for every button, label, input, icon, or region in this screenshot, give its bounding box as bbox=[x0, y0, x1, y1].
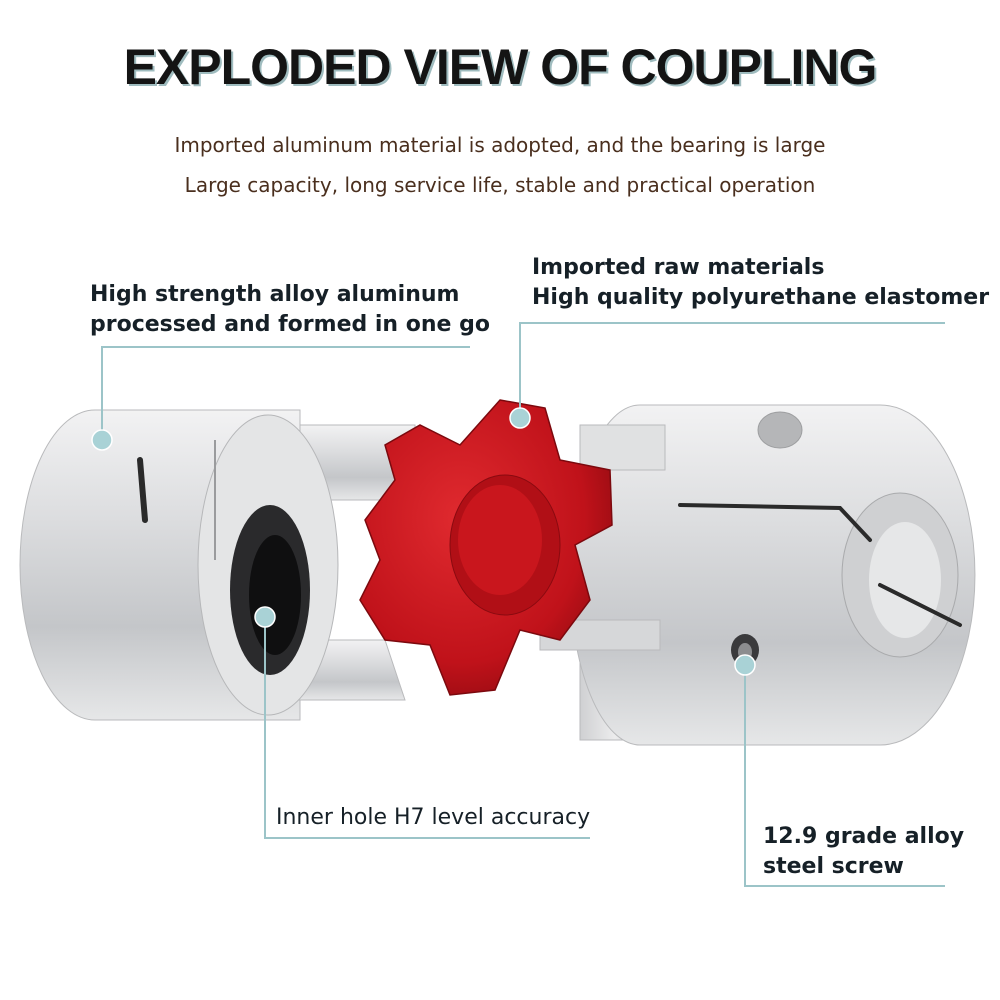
bore-dot bbox=[254, 606, 276, 628]
right-hub-slot bbox=[678, 503, 872, 542]
leader-lines bbox=[101, 322, 945, 887]
hub-dot bbox=[91, 429, 113, 451]
hub-leader-line bbox=[101, 346, 470, 440]
left-hub bbox=[19, 409, 416, 721]
spider-callout-line-2: High quality polyurethane elastomer bbox=[532, 285, 990, 310]
subtitle-line-1: Imported aluminum material is adopted, a… bbox=[174, 133, 826, 157]
left-hub-slot bbox=[137, 457, 148, 523]
right-hub bbox=[539, 404, 976, 746]
screw-callout-line-2: steel screw bbox=[763, 854, 904, 879]
right-hub-jaw-top bbox=[579, 424, 666, 471]
spider-leader-line bbox=[519, 322, 945, 418]
screw-callout-line-1: 12.9 grade alloy bbox=[763, 824, 965, 849]
subtitle-line-2: Large capacity, long service life, stabl… bbox=[184, 173, 816, 197]
polyurethane-spider bbox=[359, 399, 613, 696]
bore-callout: Inner hole H7 level accuracy bbox=[276, 805, 591, 830]
screw-dot bbox=[734, 654, 756, 676]
hub-callout-line-1: High strength alloy aluminum bbox=[90, 282, 460, 307]
page-title: EXPLODED VIEW OF COUPLING bbox=[123, 39, 878, 95]
leader-dots bbox=[91, 407, 756, 676]
bore-leader-line bbox=[264, 617, 590, 839]
hub-callout-line-2: processed and formed in one go bbox=[90, 312, 490, 337]
spider-dot bbox=[509, 407, 531, 429]
screw-leader-line bbox=[744, 665, 945, 887]
spider-callout-line-1: Imported raw materials bbox=[532, 255, 825, 280]
